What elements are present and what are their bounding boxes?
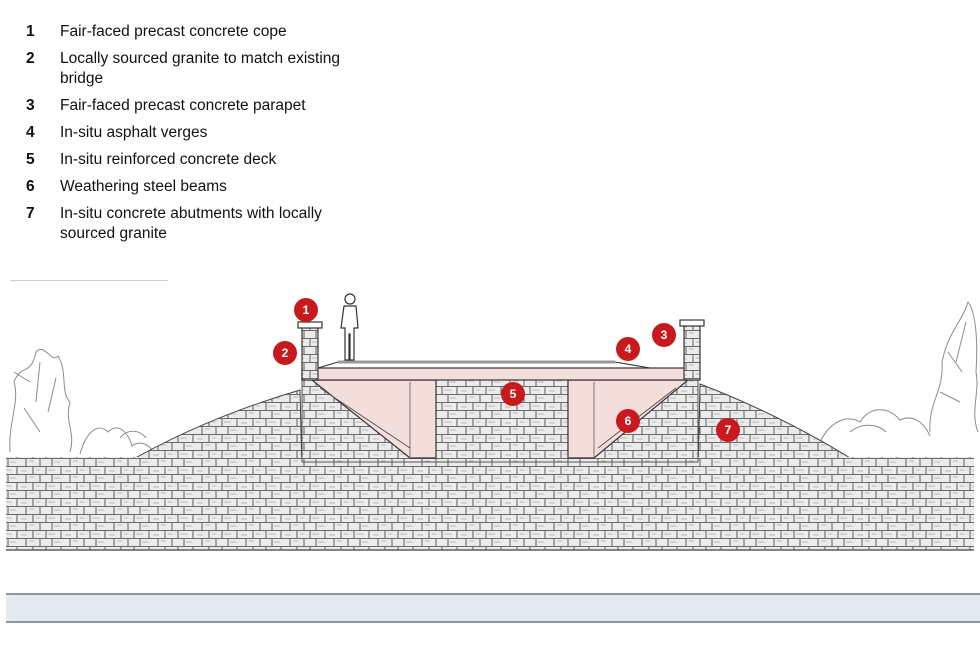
callout-label: 3 bbox=[661, 328, 668, 342]
legend-number: 4 bbox=[26, 124, 35, 141]
callout-markers: 1 2 3 4 5 6 7 bbox=[273, 298, 740, 442]
legend-item-6: 6 Weathering steel beams bbox=[26, 177, 356, 197]
legend: 1 Fair-faced precast concrete cope 2 Local… bbox=[26, 22, 356, 251]
embankment-base bbox=[6, 457, 974, 550]
callout-label: 2 bbox=[282, 346, 289, 360]
person-figure bbox=[340, 293, 359, 361]
callout-marker-6: 6 bbox=[616, 409, 640, 433]
legend-text: In-situ asphalt verges bbox=[60, 124, 208, 141]
legend-item-7: 7 In-situ concrete abutments with locally… bbox=[26, 204, 356, 244]
legend-item-3: 3 Fair-faced precast concrete parapet bbox=[26, 96, 356, 116]
callout-marker-5: 5 bbox=[501, 382, 525, 406]
legend-item-4: 4 In-situ asphalt verges bbox=[26, 123, 356, 143]
legend-text: In-situ concrete abutments with locally … bbox=[60, 205, 322, 242]
water-channel bbox=[6, 594, 980, 622]
callout-marker-3: 3 bbox=[652, 323, 676, 347]
legend-text: Weathering steel beams bbox=[60, 178, 227, 195]
bridge-deck bbox=[301, 360, 699, 381]
callout-marker-4: 4 bbox=[616, 337, 640, 361]
bridge-elevation: 1 2 3 4 5 6 7 bbox=[0, 293, 980, 623]
callout-label: 4 bbox=[625, 342, 632, 356]
parapet-left bbox=[297, 321, 323, 381]
legend-divider bbox=[10, 280, 168, 281]
ground bbox=[0, 550, 980, 623]
legend-number: 2 bbox=[26, 50, 35, 67]
legend-item-2: 2 Locally sourced granite to match existi… bbox=[26, 49, 356, 89]
legend-text: Fair-faced precast concrete cope bbox=[60, 23, 287, 40]
trees-right bbox=[819, 300, 979, 443]
callout-marker-2: 2 bbox=[273, 341, 297, 365]
legend-number: 6 bbox=[26, 178, 35, 195]
legend-text: In-situ reinforced concrete deck bbox=[60, 151, 277, 168]
legend-number: 3 bbox=[26, 97, 35, 114]
trees-left bbox=[9, 349, 155, 455]
legend-item-1: 1 Fair-faced precast concrete cope bbox=[26, 22, 356, 42]
callout-label: 1 bbox=[303, 303, 310, 317]
legend-number: 7 bbox=[26, 205, 35, 222]
callout-marker-7: 7 bbox=[716, 418, 740, 442]
legend-number: 5 bbox=[26, 151, 35, 168]
parapet-right bbox=[679, 319, 705, 381]
legend-number: 1 bbox=[26, 23, 35, 40]
legend-text: Locally sourced granite to match existin… bbox=[60, 50, 341, 87]
callout-label: 7 bbox=[725, 423, 732, 437]
callout-marker-1: 1 bbox=[294, 298, 318, 322]
callout-label: 6 bbox=[625, 414, 632, 428]
legend-item-5: 5 In-situ reinforced concrete deck bbox=[26, 150, 356, 170]
legend-text: Fair-faced precast concrete parapet bbox=[60, 97, 306, 114]
callout-label: 5 bbox=[510, 387, 517, 401]
